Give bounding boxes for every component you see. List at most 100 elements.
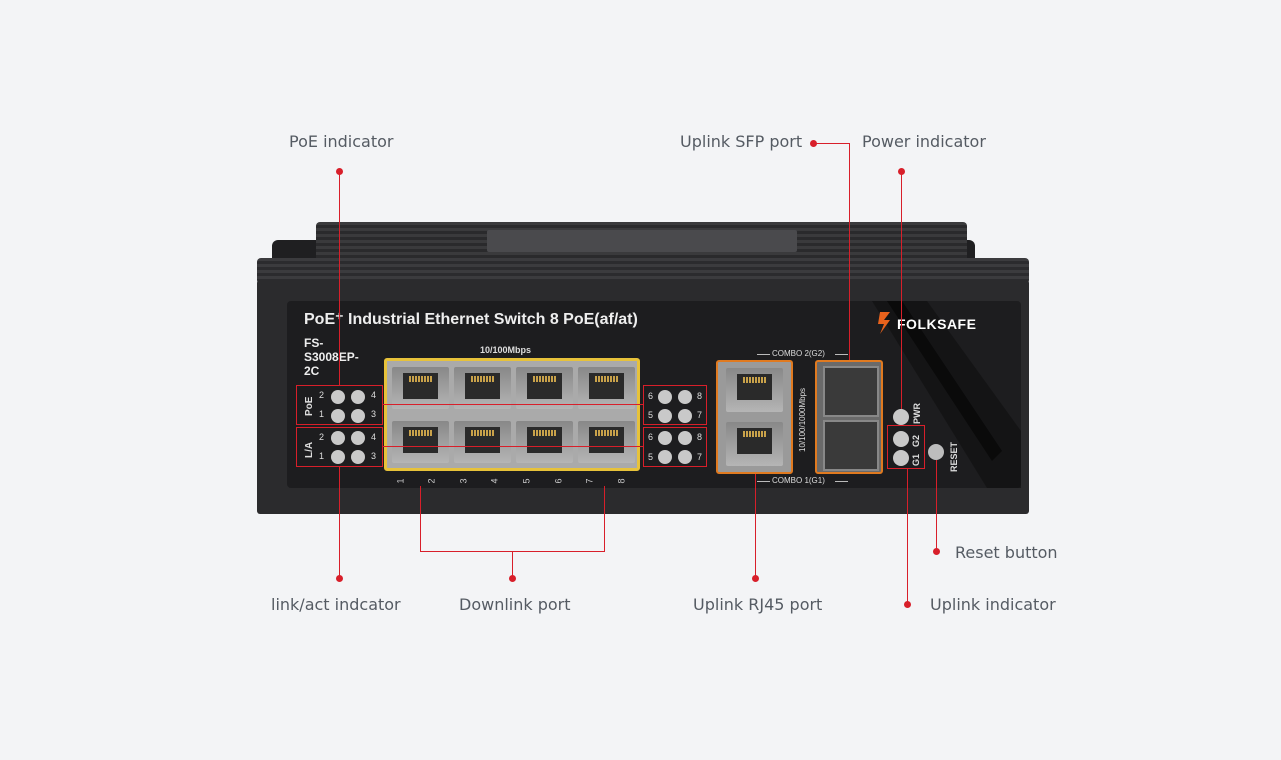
led-num: 6 (648, 391, 654, 401)
g1-led (893, 450, 909, 466)
rj45-port[interactable] (454, 367, 511, 409)
led-num: 8 (697, 432, 703, 442)
led-num: 3 (371, 451, 377, 461)
poe-led-box-right (643, 385, 707, 425)
label-uplink-rj45-port: Uplink RJ45 port (693, 595, 823, 614)
link-act-led (658, 431, 672, 445)
port-tick: 8 (616, 478, 627, 484)
uplink-sfp-line-h (814, 143, 850, 144)
reset-line (936, 460, 937, 550)
uplink-rj45-port-g1[interactable] (726, 422, 783, 466)
led-num: 2 (319, 390, 325, 400)
uplink-indicator-line (907, 469, 908, 602)
poe-led (678, 390, 692, 404)
uplink-indicator-dot (904, 601, 911, 608)
g2-led (893, 431, 909, 447)
downlink-bracket-right (604, 486, 605, 552)
uplink-rj45-port-g2[interactable] (726, 368, 783, 412)
combo1-bracket (835, 481, 848, 482)
link-act-led (658, 450, 672, 464)
uplink-rj45-dot (752, 575, 759, 582)
port-tick: 2 (426, 478, 437, 484)
combo2-bracket (757, 354, 770, 355)
combo2-label: COMBO 2(G2) (772, 349, 825, 358)
led-num: 7 (697, 452, 703, 462)
led-num: 8 (697, 391, 703, 401)
link-act-led (678, 450, 692, 464)
uplink-rj45-line (755, 474, 756, 578)
rj45-port[interactable] (516, 367, 573, 409)
downlink-port-grid (384, 358, 640, 471)
link-act-led (351, 431, 365, 445)
port-tick: 4 (489, 478, 500, 484)
rj45-port[interactable] (516, 421, 573, 463)
poe-led (331, 390, 345, 404)
led-num: 2 (319, 432, 325, 442)
poe-led (658, 409, 672, 423)
reset-button[interactable] (928, 444, 944, 460)
la-connector-line (383, 446, 643, 447)
port-tick: 7 (584, 478, 595, 484)
label-reset-button: Reset button (955, 543, 1058, 562)
reset-dot (933, 548, 940, 555)
device-title: PoE⁺ Industrial Ethernet Switch 8 PoE(af… (304, 311, 638, 328)
led-num: 5 (648, 452, 654, 462)
uplink-sfp-dot (810, 140, 817, 147)
link-act-dot (336, 575, 343, 582)
poe-led-box-left (296, 385, 383, 425)
led-num: 1 (319, 451, 325, 461)
device-top-plate (487, 230, 797, 252)
reset-label: RESET (949, 441, 959, 472)
uplink-speed-label: 10/100/1000Mbps (798, 387, 807, 452)
downlink-dot (509, 575, 516, 582)
combo2-bracket (835, 354, 848, 355)
label-link-act: link/act indcator (271, 595, 401, 614)
led-num: 4 (371, 390, 377, 400)
label-uplink-indicator: Uplink indicator (930, 595, 1056, 614)
label-power-indicator: Power indicator (862, 132, 986, 151)
led-num: 7 (697, 410, 703, 420)
downlink-speed-label: 10/100Mbps (480, 345, 532, 355)
led-num: 3 (371, 409, 377, 419)
label-uplink-sfp-port: Uplink SFP port (680, 132, 803, 151)
uplink-sfp-line-v (849, 143, 850, 360)
la-led-box-right (643, 427, 707, 467)
sfp-slot-g1[interactable] (823, 420, 879, 471)
label-poe-indicator: PoE indicator (289, 132, 394, 151)
port-tick: 1 (395, 478, 406, 484)
port-tick: 5 (521, 478, 532, 484)
sfp-slot-g2[interactable] (823, 366, 879, 417)
link-act-led (351, 450, 365, 464)
pwr-label: PWR (912, 403, 922, 424)
poe-connector-line (383, 404, 643, 405)
poe-indicator-line (339, 172, 340, 385)
uplink-led-box (887, 425, 925, 469)
link-act-line (339, 467, 340, 578)
port-tick: 3 (458, 478, 469, 484)
power-indicator-line (901, 172, 902, 409)
device-shoulder (257, 258, 1029, 284)
device-model: FS-S3008EP-2C (304, 336, 359, 378)
label-downlink-port: Downlink port (459, 595, 571, 614)
link-act-led (678, 431, 692, 445)
led-num: 4 (371, 432, 377, 442)
link-act-led (331, 431, 345, 445)
downlink-bracket-left (420, 486, 421, 552)
rj45-port[interactable] (578, 367, 635, 409)
rj45-port[interactable] (392, 367, 449, 409)
poe-led (678, 409, 692, 423)
rj45-port[interactable] (392, 421, 449, 463)
combo1-label: COMBO 1(G1) (772, 476, 825, 485)
la-led-box-left (296, 427, 383, 467)
rj45-port[interactable] (578, 421, 635, 463)
decor-stripes (872, 301, 1021, 488)
folksafe-logo-icon (878, 312, 890, 334)
poe-led (351, 409, 365, 423)
power-indicator-dot (898, 168, 905, 175)
uplink-sfp-ports (815, 360, 883, 474)
poe-led (351, 390, 365, 404)
combo1-bracket (757, 481, 770, 482)
rj45-port[interactable] (454, 421, 511, 463)
led-num: 5 (648, 410, 654, 420)
port-tick: 6 (553, 478, 564, 484)
